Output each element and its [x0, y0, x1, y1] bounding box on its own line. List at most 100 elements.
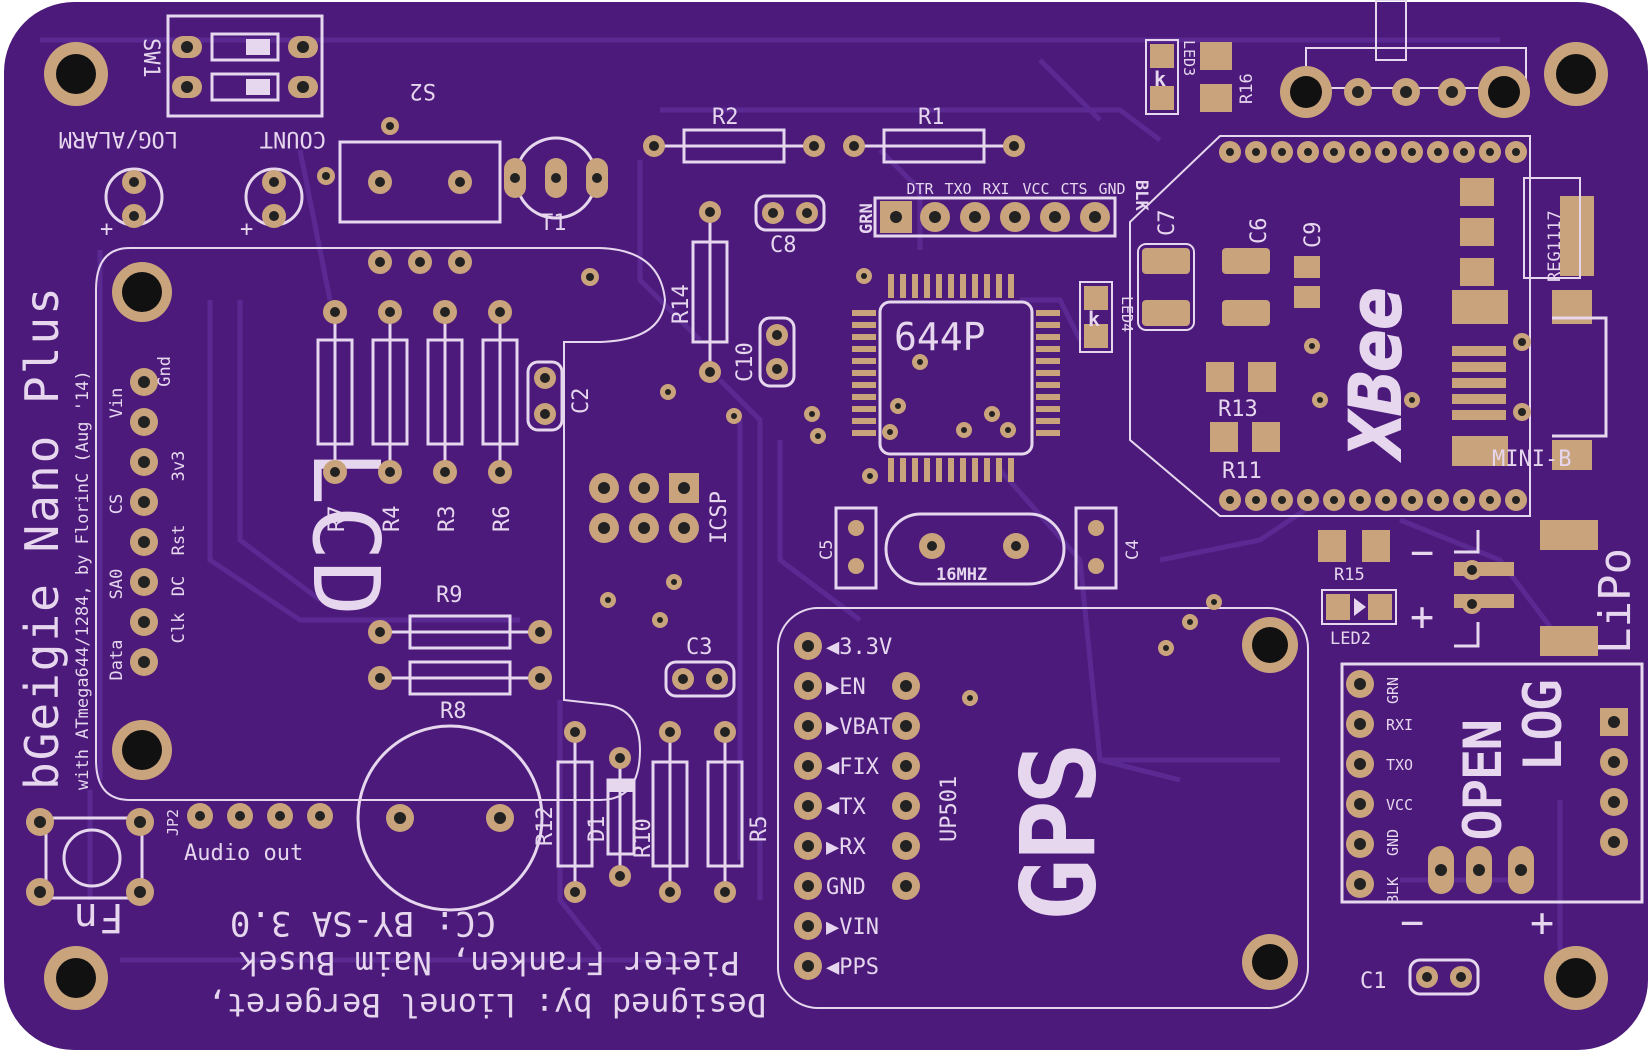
- led3-k: k: [1154, 67, 1166, 91]
- buzzer-outline: [356, 724, 544, 912]
- lipo-label: LiPo: [1590, 548, 1641, 654]
- c8-capacitor: [754, 194, 826, 232]
- xbee-pins-top: [1219, 141, 1527, 163]
- lcd-outline: [95, 247, 667, 801]
- r2-label: R2: [712, 105, 739, 130]
- c6-label: C6: [1247, 218, 1272, 245]
- ftdi-blk: BLK: [1131, 180, 1151, 211]
- gps-pin-pps: ◀PPS: [826, 955, 879, 980]
- mini-b-label: MINI-B: [1492, 447, 1571, 472]
- board-subtitle: with ATmega644/1284, by FlorinC (Aug '14…: [73, 370, 93, 790]
- c10-label: C10: [733, 342, 758, 382]
- lipo-connector: − +: [1410, 520, 1598, 656]
- reg-pad: [1460, 178, 1494, 206]
- c2-label: C2: [569, 388, 594, 415]
- crystal-label: 16MHZ: [936, 565, 987, 585]
- r14-label: R14: [669, 284, 694, 324]
- c2-capacitor: [526, 360, 564, 432]
- ftdi-gnd: GND: [1098, 180, 1125, 198]
- plus-sign: +: [240, 217, 253, 242]
- r6-label: R6: [490, 506, 515, 533]
- board-title: bGeigie Nano Plus: [15, 285, 69, 790]
- led-count: [244, 167, 304, 228]
- r1-label: R1: [918, 105, 945, 130]
- lcd-header: [130, 368, 158, 676]
- ftdi-header: [873, 196, 1117, 238]
- lcd-pin-3v3: 3v3: [169, 451, 189, 482]
- c9-label: C9: [1301, 222, 1326, 249]
- r12-label: R12: [533, 806, 558, 846]
- gps-pin-fix: ◀FIX: [826, 755, 880, 780]
- r16-label: R16: [1237, 73, 1257, 104]
- up501-label: UP501: [937, 776, 962, 842]
- lcd-pin-vin: Vin: [107, 388, 127, 419]
- c9-pad: [1294, 256, 1320, 278]
- count-label: COUNT: [260, 126, 326, 151]
- lcd-pin-clk: Clk: [169, 613, 189, 644]
- icsp-header: [589, 473, 699, 543]
- c5-capacitor: [834, 506, 878, 590]
- battery-minus: −: [1400, 900, 1426, 946]
- log-alarm-label: LOG/ALARM: [59, 126, 178, 151]
- lipo-plus: +: [1410, 594, 1436, 640]
- openlog-open: OPEN: [1454, 720, 1512, 840]
- s2-label: S2: [410, 78, 437, 103]
- r9-r8: [368, 614, 552, 696]
- xbee-logo: XBee: [1335, 287, 1417, 461]
- crystal-outline: [884, 512, 1066, 586]
- audio-out-label: Audio out: [184, 841, 303, 866]
- jp2-header: [187, 803, 333, 829]
- led3-label: LED3: [1180, 40, 1198, 76]
- c5-label: C5: [817, 540, 837, 560]
- d1-label: D1: [585, 816, 610, 843]
- c3-label: C3: [686, 635, 713, 660]
- r11-pad: [1210, 422, 1238, 452]
- lcd-pin-gnd: Gnd: [155, 356, 175, 387]
- plus-sign: +: [100, 217, 113, 242]
- openlog-pins-right: [1600, 708, 1628, 856]
- gps-outline: [777, 607, 1309, 1009]
- openlog-pin-gnd: GND: [1384, 829, 1402, 856]
- usb-mini-b: [1452, 290, 1608, 470]
- r3-label: R3: [435, 506, 460, 533]
- lcd-pin-data: Data: [107, 640, 127, 681]
- antenna-connector: [1375, 0, 1407, 61]
- ftdi-rxi: RXI: [982, 180, 1009, 198]
- c3-capacitor: [664, 660, 736, 698]
- t1-transistor: [504, 136, 608, 220]
- credits-line1: Pieter Franken, Naim Busek: [239, 944, 740, 982]
- r13-pad: [1206, 362, 1234, 392]
- ftdi-dtr: DTR: [906, 180, 934, 198]
- c1-label: C1: [1360, 969, 1387, 994]
- gps-pin-tx: ◀TX: [826, 795, 866, 820]
- gps-pin-rx: ▶RX: [826, 835, 866, 860]
- led4-k: k: [1088, 307, 1100, 331]
- r14-resistor: [691, 240, 729, 344]
- t1-label: T1: [540, 211, 567, 236]
- mcu-label: 644P: [894, 315, 986, 359]
- ftdi-cts: CTS: [1060, 180, 1087, 198]
- led3-outline: [1145, 39, 1179, 115]
- led2-outline: [1321, 589, 1397, 625]
- r11-label: R11: [1222, 459, 1262, 484]
- resistor-bank: [316, 300, 519, 484]
- c6-pad: [1222, 248, 1270, 274]
- ftdi-txo: TXO: [944, 180, 971, 198]
- led2-label: LED2: [1330, 629, 1371, 649]
- ftdi-grn: GRN: [857, 203, 877, 234]
- gps-pin-en: ▶EN: [826, 675, 866, 700]
- gps-pin-vin: ▶VIN: [826, 915, 879, 940]
- openlog-pin-vcc: VCC: [1386, 796, 1413, 814]
- r15-pad: [1318, 530, 1346, 562]
- mcu-644p: [852, 274, 1060, 482]
- openlog-pin-grn: GRN: [1384, 677, 1402, 704]
- c4-label: C4: [1123, 540, 1143, 560]
- license-label: CC: BY-SA 3.0: [230, 903, 496, 943]
- r5-label: R5: [747, 816, 772, 843]
- jp2-label: JP2: [164, 809, 182, 836]
- openlog-pin-rxi: RXI: [1386, 716, 1413, 734]
- gps-label: GPS: [1003, 745, 1115, 918]
- r9-label: R9: [436, 583, 463, 608]
- led4-label: LED4: [1118, 296, 1136, 332]
